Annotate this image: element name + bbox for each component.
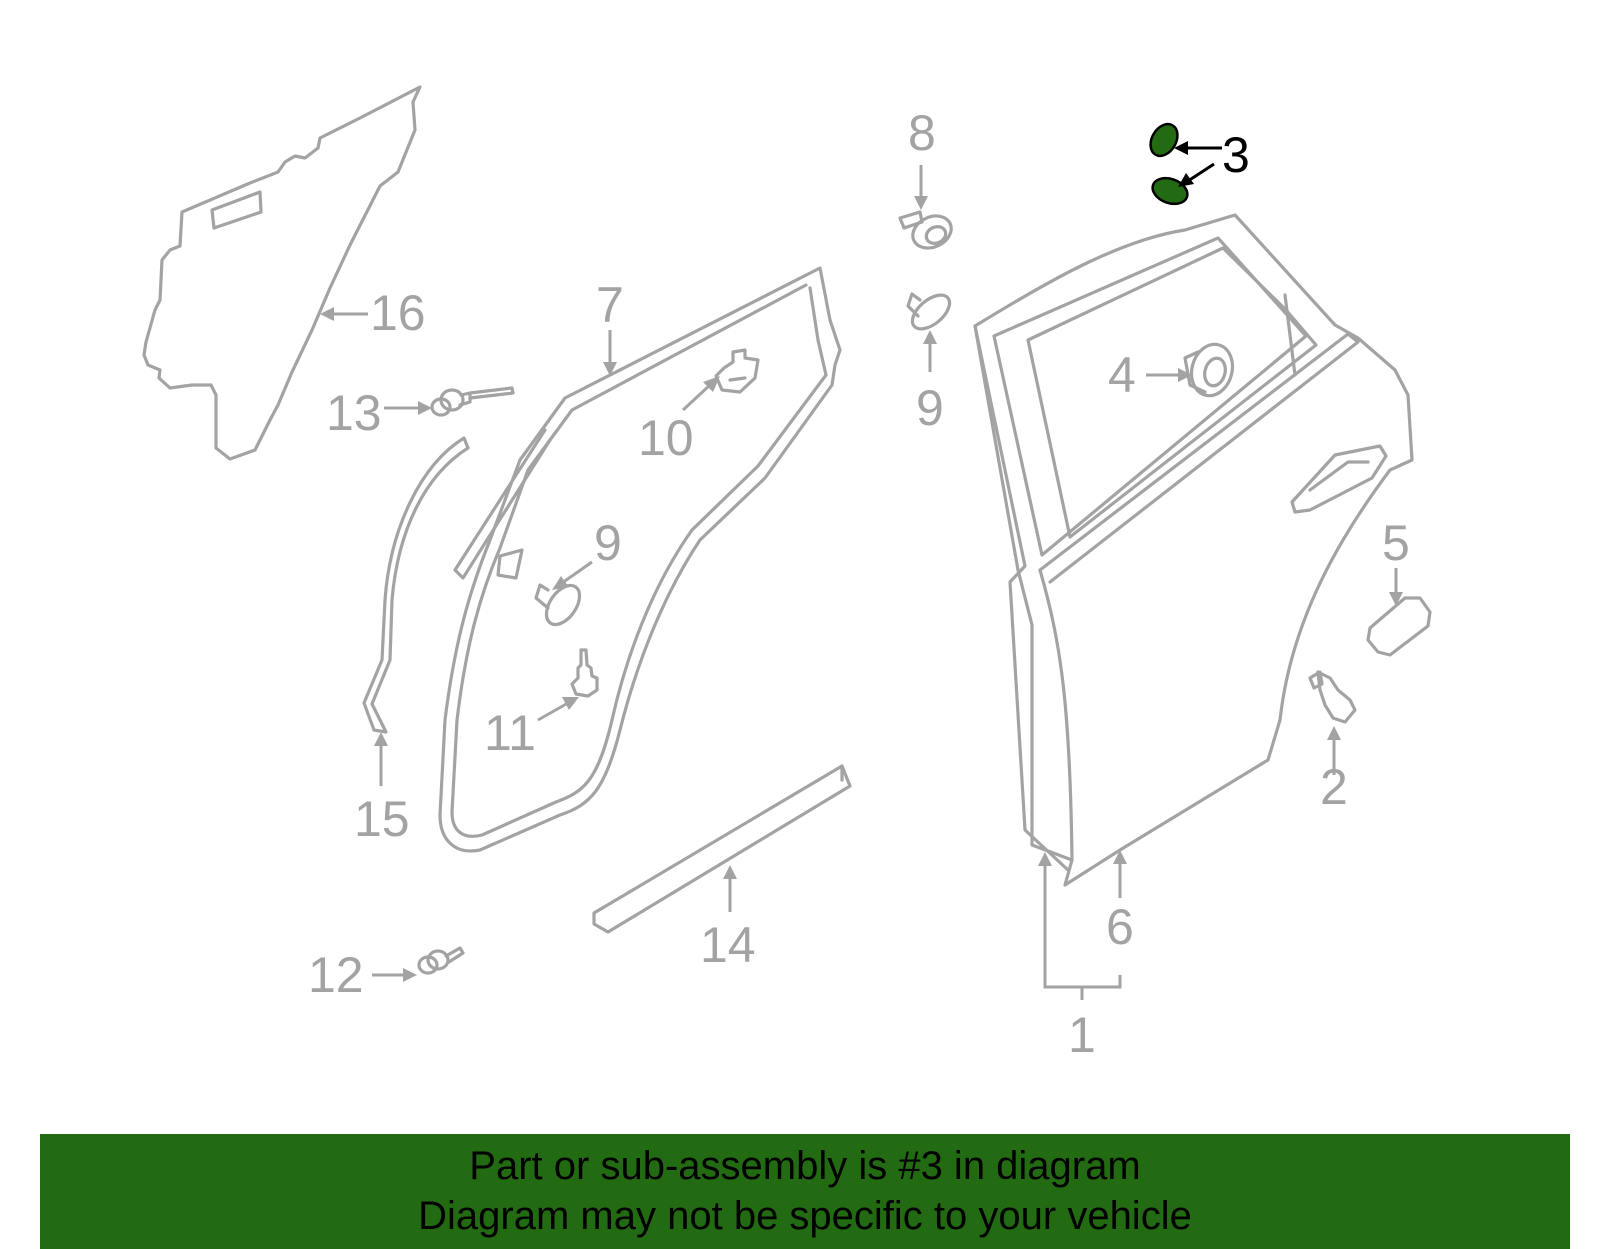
callout-15: 15 [354, 791, 410, 847]
callout-9-left: 9 [594, 515, 622, 571]
part-9-clip-left [534, 583, 582, 627]
callout-5: 5 [1382, 515, 1410, 571]
callout-13: 13 [326, 385, 382, 441]
part-13-clip [430, 386, 515, 417]
part-9-clip-middle [906, 292, 952, 331]
callout-3-highlighted: 3 [1222, 127, 1250, 183]
part-7-weatherstrip [438, 266, 842, 853]
part-3-plugs [1149, 122, 1189, 206]
part-16-liner [142, 85, 422, 461]
part-12-clip [417, 946, 465, 975]
part-15-channel [362, 436, 470, 734]
callout-2: 2 [1320, 759, 1348, 815]
part-14-molding [592, 764, 852, 934]
callout-1: 1 [1068, 1007, 1096, 1063]
part-3-plug-upper [1149, 122, 1179, 158]
part-4-grommet [1183, 342, 1235, 398]
callout-labels: 16 13 15 7 10 9 11 12 14 8 9 4 5 2 6 1 3 [308, 105, 1410, 1063]
callout-10: 10 [638, 410, 694, 466]
part-1-door-shell [973, 213, 1414, 887]
info-banner: Part or sub-assembly is #3 in diagram Di… [40, 1134, 1570, 1249]
callout-16: 16 [370, 285, 426, 341]
door-handle [1290, 444, 1388, 514]
callout-6: 6 [1106, 899, 1134, 955]
banner-part-note: Part or sub-assembly is #3 in diagram [469, 1144, 1141, 1188]
part-10-bracket [714, 348, 760, 394]
part-3-plug-lower [1151, 176, 1189, 206]
banner-disclaimer: Diagram may not be specific to your vehi… [418, 1194, 1192, 1238]
part-8-bolt [898, 210, 953, 250]
callout-11: 11 [484, 705, 536, 761]
callout-12: 12 [308, 947, 364, 1003]
part-2-bumper [1308, 670, 1357, 724]
callout-14: 14 [700, 917, 756, 973]
callout-7: 7 [596, 277, 624, 333]
leader-lines [320, 141, 1403, 1000]
part-5-cap [1366, 596, 1432, 657]
callout-9-middle: 9 [916, 380, 944, 436]
callout-8: 8 [908, 105, 936, 161]
callout-4: 4 [1108, 347, 1136, 403]
part-11-stud [570, 648, 599, 698]
